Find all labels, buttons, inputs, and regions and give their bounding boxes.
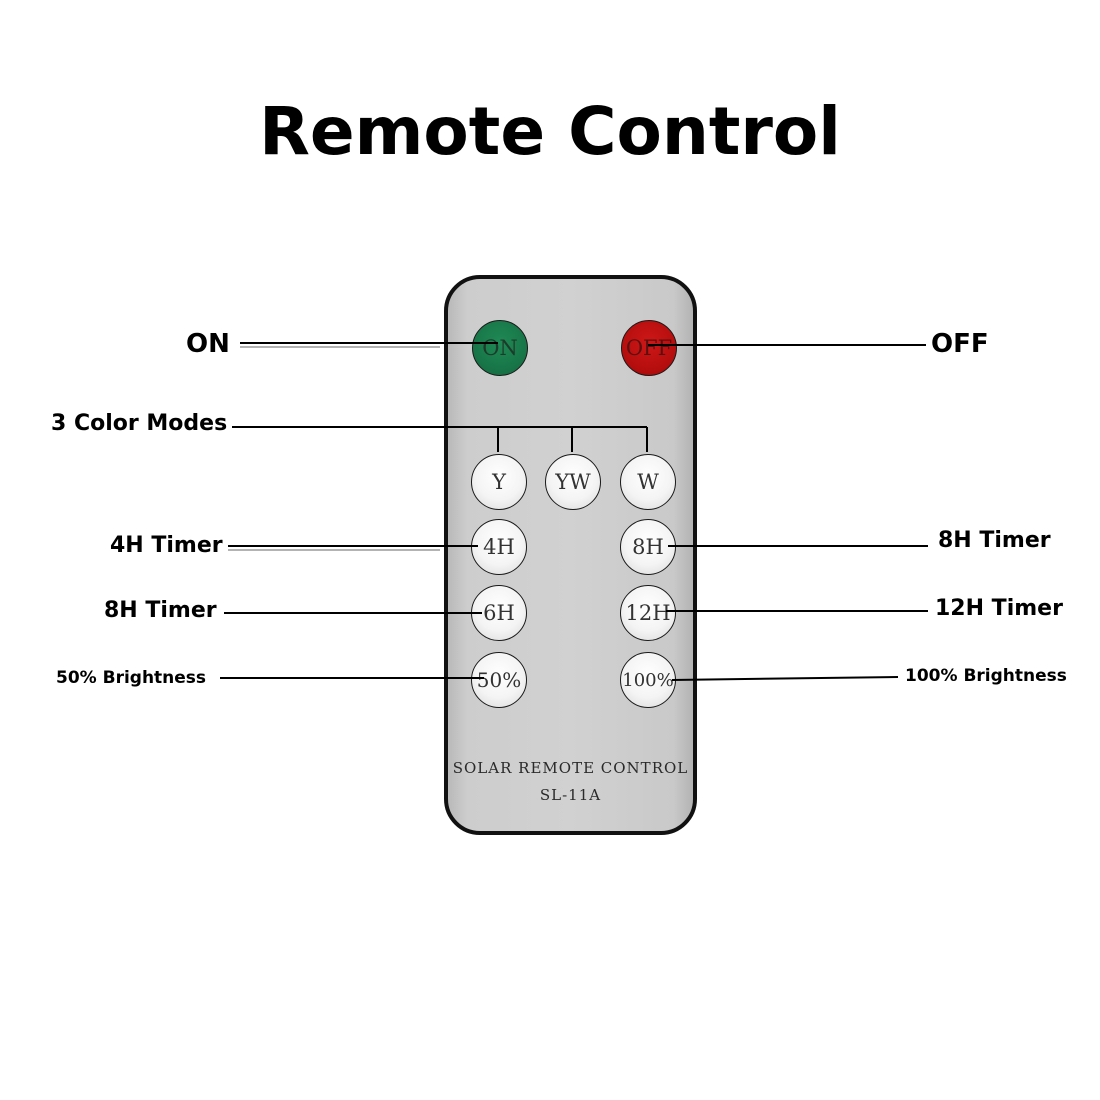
color-yw-button[interactable]: YW <box>545 454 601 510</box>
brightness-50-button[interactable]: 50% <box>471 652 527 708</box>
on-button[interactable]: ON <box>472 320 528 376</box>
label-right-timer-1: 8H Timer <box>938 528 1051 553</box>
remote-model-line: SL-11A <box>539 786 602 804</box>
timer-4h-button[interactable]: 4H <box>471 519 527 575</box>
label-left-timer-2: 8H Timer <box>104 598 217 623</box>
label-color-modes: 3 Color Modes <box>51 411 228 436</box>
brightness-100-callout-line <box>671 676 899 681</box>
brightness-100-button[interactable]: 100% <box>620 652 676 708</box>
label-right-timer-2: 12H Timer <box>935 596 1063 621</box>
timer-12h-button[interactable]: 12H <box>620 585 676 641</box>
page-title: Remote Control <box>259 93 841 170</box>
label-off: OFF <box>931 329 989 359</box>
remote-brand-line: SOLAR REMOTE CONTROL <box>452 759 689 777</box>
off-button[interactable]: OFF <box>621 320 677 376</box>
label-right-brightness: 100% Brightness <box>905 666 1067 686</box>
color-y-button[interactable]: Y <box>471 454 527 510</box>
label-on: ON <box>186 329 230 359</box>
remote-control: ON OFF Y YW W 4H 8H 6H 12H 50% 100% SOLA… <box>444 275 697 835</box>
timer-8h-button[interactable]: 8H <box>620 519 676 575</box>
label-left-timer-1: 4H Timer <box>110 533 223 558</box>
timer-6h-button[interactable]: 6H <box>471 585 527 641</box>
color-w-button[interactable]: W <box>620 454 676 510</box>
label-left-brightness: 50% Brightness <box>56 668 207 688</box>
